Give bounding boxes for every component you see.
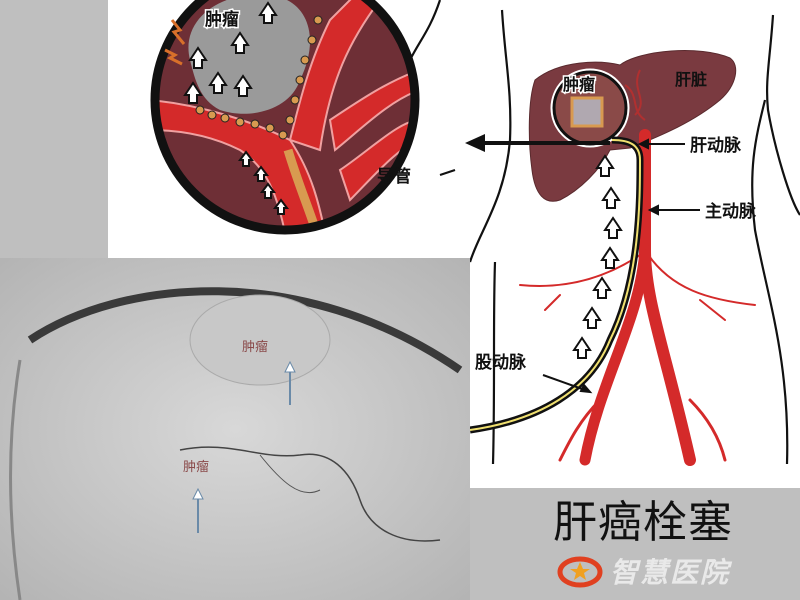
catheter-label: 导管: [377, 166, 411, 187]
inset-catheter: [283, 148, 327, 230]
logo-watermark-text: 智慧医院: [610, 556, 731, 589]
page-title: 肝癌栓塞: [553, 497, 733, 548]
inset-border: [150, 0, 420, 235]
aorta: [519, 129, 756, 466]
xray-tumor-label-1: 肿瘤: [242, 339, 268, 355]
logo-icon: [557, 556, 603, 588]
aorta-label: 主动脉: [705, 201, 757, 222]
inset-tumor-label: 肿瘤: [205, 9, 239, 30]
zoom-arrowhead: [465, 134, 485, 152]
liver-tumor: [570, 96, 604, 128]
angiography-xray: [0, 258, 470, 600]
liver-tumor-ring: [550, 68, 630, 148]
hepatic-artery-label: 肝动脉: [690, 135, 742, 156]
body-outline: [409, 0, 800, 465]
catheter-inner: [469, 139, 642, 431]
liver-vessels: [624, 69, 646, 121]
liver-tumor-label: 肿瘤: [563, 75, 595, 94]
xray-tumor-label-2: 肿瘤: [183, 459, 209, 475]
liver-label: 肝脏: [675, 70, 707, 89]
flow-arrows: [572, 154, 623, 359]
lightning-icon: [164, 19, 186, 66]
femoral-artery-label: 股动脉: [475, 352, 527, 373]
